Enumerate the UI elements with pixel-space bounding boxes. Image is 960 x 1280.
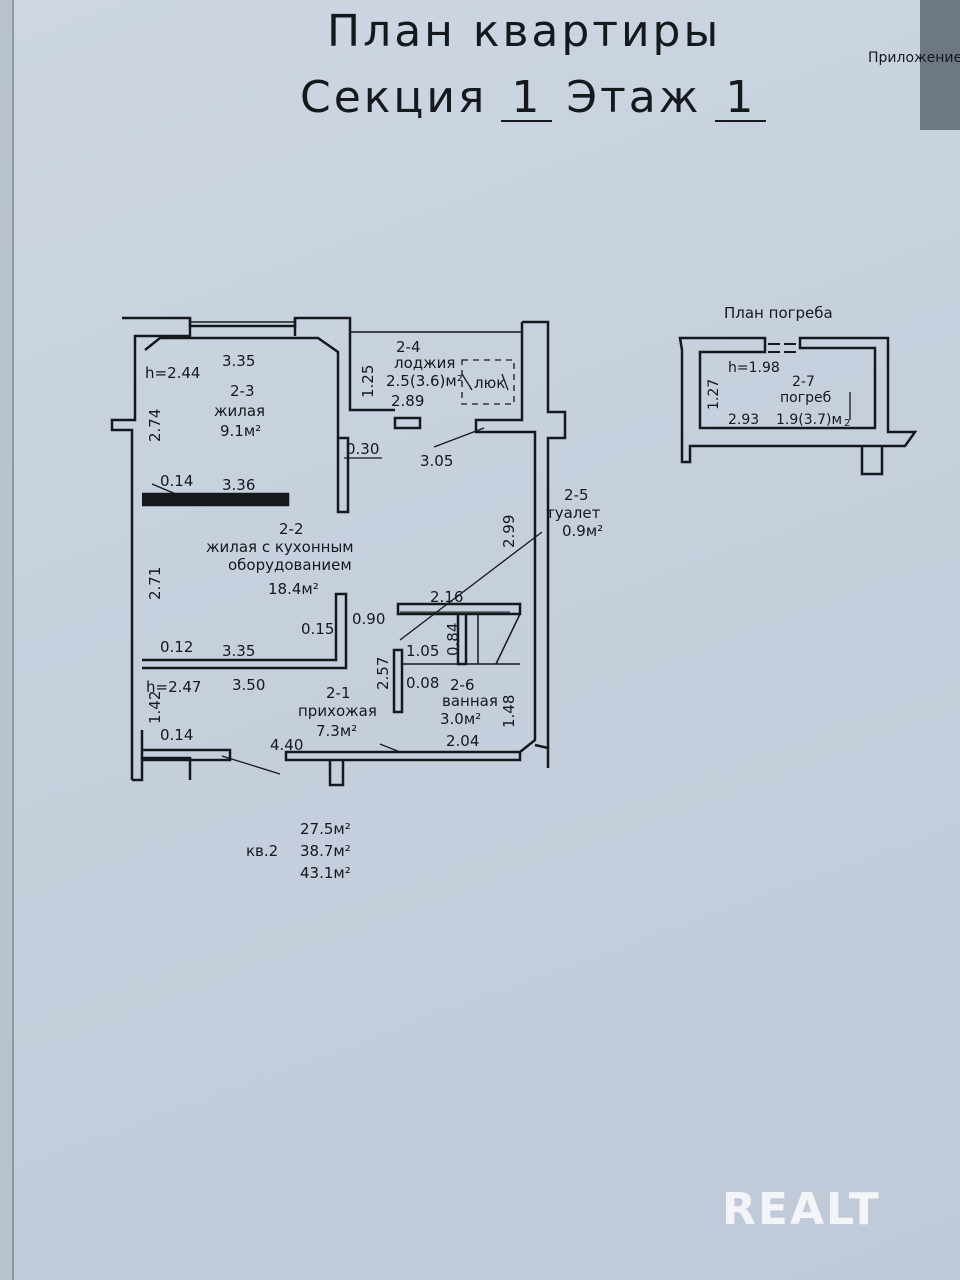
cellar-area: 1.9(3.7)м	[776, 412, 842, 428]
r21-height: h=2.47	[146, 678, 201, 696]
cellar-id: 2-7	[792, 374, 815, 390]
apartment-walls	[110, 316, 567, 787]
r22-area: 18.4м²	[268, 580, 319, 598]
dimension-lines	[151, 359, 543, 775]
r21-bottom-dim: 4.40	[270, 736, 303, 754]
r25-top-dim: 2.16	[430, 588, 463, 606]
total-area: 38.7м²	[300, 842, 351, 860]
sheet-edge	[0, 0, 14, 1280]
plan-subtitle: Секция 1 Этаж 1	[300, 72, 780, 123]
r22-offset: 0.12	[160, 638, 193, 656]
r24-id: 2-4	[396, 338, 421, 356]
realt-watermark: REALT	[722, 1184, 881, 1235]
r24-wall-dim: 0.30	[346, 440, 379, 458]
r23-height: h=2.44	[145, 364, 200, 382]
r23-name: жилая	[214, 402, 265, 420]
r22-right-dim: 2.99	[500, 515, 518, 548]
section-label: Секция	[300, 72, 488, 123]
r22-side-dim: 2.71	[146, 567, 164, 600]
r24-hatch: люк	[474, 374, 505, 392]
r24-side-dim: 1.25	[359, 365, 377, 398]
r26-side-dim: 1.48	[500, 695, 518, 728]
r22-bottom-dim: 3.35	[222, 642, 255, 660]
r22-step-dim: 0.15	[301, 620, 334, 638]
plan-title: План квартиры	[327, 6, 722, 57]
r25-area: 0.9м²	[562, 522, 603, 540]
cellar-walls	[678, 336, 918, 476]
r23-side-dim: 2.74	[146, 409, 164, 442]
r21-area: 7.3м²	[316, 722, 357, 740]
r23-offset: 0.14	[160, 472, 193, 490]
r21-side-dim: 1.42	[146, 691, 164, 724]
cellar-width-dim: 2.93	[728, 412, 759, 428]
r21-offset: 0.14	[160, 726, 193, 744]
r26-area: 3.0м²	[440, 710, 481, 728]
total-area-with-loggia: 43.1м²	[300, 864, 351, 882]
r25-width-dim: 0.90	[352, 610, 385, 628]
r24-name: лоджия	[394, 354, 455, 372]
r25-id: 2-5	[564, 486, 589, 504]
cellar-name: погреб	[780, 390, 831, 406]
r23-id: 2-3	[230, 382, 255, 400]
r22-id: 2-2	[279, 520, 304, 538]
r24-width-dim: 2.89	[391, 392, 424, 410]
cellar-side-dim: 1.27	[706, 379, 722, 410]
appendix-label: Приложение	[868, 50, 960, 66]
r25-a-dim: 1.05	[406, 642, 439, 660]
r25-name: туалет	[546, 504, 601, 522]
r25-b-dim: 0.84	[444, 623, 462, 656]
r21-top-dim: 3.50	[232, 676, 265, 694]
r23-area: 9.1м²	[220, 422, 261, 440]
apartment-number: кв.2	[246, 842, 278, 860]
r22-name-line1: жилая с кухонным	[206, 538, 354, 556]
total-living-area: 27.5м²	[300, 820, 351, 838]
r22-name-line2: оборудованием	[228, 556, 352, 574]
background-corner	[920, 0, 960, 130]
cellar-mark: 2	[844, 418, 850, 429]
section-number: 1	[501, 76, 553, 122]
r26-offset: 0.08	[406, 674, 439, 692]
r26-id: 2-6	[450, 676, 475, 694]
r23-bottom-dim: 3.36	[222, 476, 255, 494]
r22-top-dim: 3.05	[420, 452, 453, 470]
r21-id: 2-1	[326, 684, 351, 702]
cellar-height: h=1.98	[728, 360, 780, 376]
r21-name: прихожая	[298, 702, 377, 720]
floor-label: Этаж	[566, 72, 702, 123]
r23-top-dim: 3.35	[222, 352, 255, 370]
r24-area: 2.5(3.6)м²	[386, 372, 463, 390]
floor-number: 1	[715, 76, 767, 122]
r26-name: ванная	[442, 692, 498, 710]
r21-vertical-dim: 2.57	[374, 657, 392, 690]
cellar-title: План погреба	[724, 304, 833, 322]
r26-bottom-dim: 2.04	[446, 732, 479, 750]
